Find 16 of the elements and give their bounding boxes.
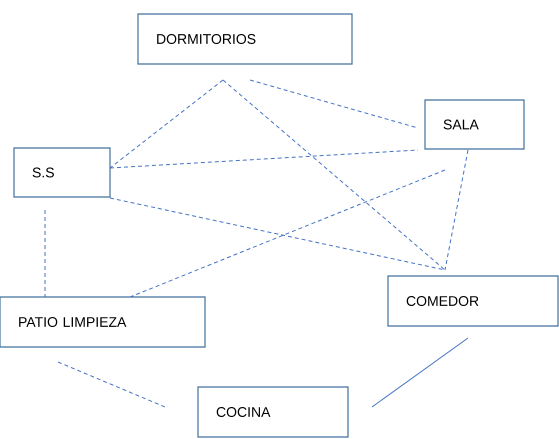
connector-line	[110, 150, 418, 168]
connector-line	[130, 170, 446, 298]
connector-line	[372, 338, 468, 408]
room-box: SALA	[424, 99, 525, 150]
connector-line	[250, 80, 418, 128]
connector-line	[444, 150, 468, 270]
room-box: DORMITORIOS	[137, 13, 353, 65]
connector-line	[44, 210, 46, 298]
room-box: S.S	[13, 147, 111, 198]
connector-line	[222, 80, 446, 270]
room-box: COMEDOR	[387, 275, 559, 327]
room-box: PATIO LIMPIEZA	[0, 296, 206, 348]
connector-line	[110, 198, 446, 270]
connector-line	[110, 80, 224, 168]
room-box: COCINA	[197, 386, 349, 438]
connector-line	[58, 362, 166, 408]
